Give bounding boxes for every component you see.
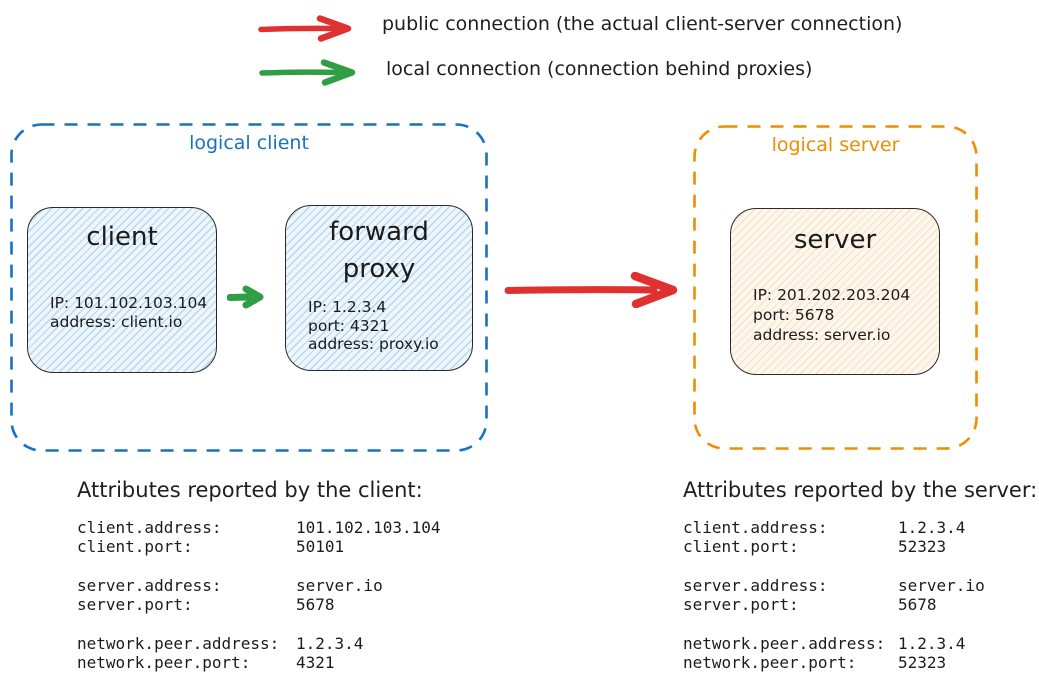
client-address: address: client.io: [50, 313, 183, 331]
attr-row: network.peer.address: 1.2.3.4: [683, 634, 1039, 653]
attr-key: server.address:: [683, 576, 828, 595]
proxy-to-server-arrow-icon: [504, 272, 678, 308]
local-connection-arrow-icon: [259, 59, 356, 86]
attr-key: server.port:: [77, 595, 193, 614]
proxy-port: port: 4321: [308, 316, 390, 335]
forward-proxy-node-title: forward proxy: [286, 214, 472, 288]
attr-key: server.address:: [77, 576, 222, 595]
client-to-proxy-arrow-icon: [227, 285, 264, 309]
attr-value: 1.2.3.4: [296, 634, 364, 653]
attr-value: 101.102.103.104: [296, 518, 441, 537]
attr-value: 52323: [898, 537, 947, 556]
attr-row: network.peer.address: 1.2.3.4: [77, 634, 477, 653]
logical-server-label: logical server: [771, 134, 900, 156]
logical-client-group: logical client client IP: 101.102.103.10…: [10, 123, 488, 452]
attr-row: server.address: server.io: [77, 576, 477, 595]
forward-proxy-node: forward proxy IP: 1.2.3.4 port: 4321 add…: [285, 205, 473, 371]
attr-row: client.address: 101.102.103.104: [77, 518, 477, 537]
attr-value: 50101: [296, 537, 345, 556]
logical-server-group: logical server server IP: 201.202.203.20…: [693, 125, 978, 450]
server-attributes-title: Attributes reported by the server:: [683, 478, 1038, 502]
attr-key: client.port:: [683, 537, 799, 556]
attr-row: client.port: 52323: [683, 537, 1039, 556]
client-ip: IP: 101.102.103.104: [50, 294, 208, 312]
server-node-details: IP: 201.202.203.204 port: 5678 address: …: [753, 285, 933, 345]
logical-server-border: [693, 125, 978, 450]
client-node: client IP: 101.102.103.104 address: clie…: [27, 207, 217, 373]
attr-key: server.port:: [683, 595, 799, 614]
logical-client-border: [10, 123, 488, 452]
client-node-title: client: [86, 222, 158, 252]
attr-value: 4321: [296, 653, 335, 672]
attr-key: network.peer.address:: [683, 634, 886, 653]
client-node-details: IP: 101.102.103.104 address: client.io: [50, 294, 210, 332]
attr-row: network.peer.port: 4321: [77, 653, 477, 672]
server-attributes-rows: client.address: 1.2.3.4 client.port: 523…: [683, 518, 1039, 672]
attr-value: 1.2.3.4: [898, 634, 966, 653]
server-port: port: 5678: [753, 306, 835, 324]
attr-row: client.port: 50101: [77, 537, 477, 556]
legend-local-label: local connection (connection behind prox…: [386, 58, 813, 80]
attr-key: network.peer.port:: [683, 653, 857, 672]
client-attributes-rows: client.address: 101.102.103.104 client.p…: [77, 518, 477, 672]
server-node-title: server: [793, 225, 877, 255]
proxy-address: address: proxy.io: [308, 335, 439, 353]
attr-key: network.peer.port:: [77, 653, 251, 672]
attr-value: server.io: [898, 576, 985, 595]
attr-key: client.port:: [77, 537, 193, 556]
client-attributes-block: Attributes reported by the client: clien…: [77, 476, 477, 672]
attr-row: server.port: 5678: [683, 595, 1039, 614]
logical-client-label: logical client: [189, 132, 309, 154]
proxy-title-line1: forward: [329, 217, 429, 247]
attr-row: client.address: 1.2.3.4: [683, 518, 1039, 537]
legend-public-label: public connection (the actual client-ser…: [382, 13, 903, 35]
attr-value: 1.2.3.4: [898, 518, 966, 537]
proxy-ip: IP: 1.2.3.4: [308, 298, 387, 316]
server-node: server IP: 201.202.203.204 port: 5678 ad…: [730, 208, 940, 375]
attr-row: server.port: 5678: [77, 595, 477, 614]
attr-key: network.peer.address:: [77, 634, 280, 653]
proxy-title-line2: proxy: [342, 254, 416, 284]
server-ip: IP: 201.202.203.204: [753, 286, 911, 304]
public-connection-arrow-icon: [258, 15, 352, 42]
attr-row: server.address: server.io: [683, 576, 1039, 595]
client-attributes-title: Attributes reported by the client:: [77, 478, 423, 502]
attr-value: server.io: [296, 576, 383, 595]
attr-value: 52323: [898, 653, 947, 672]
attr-key: client.address:: [683, 518, 828, 537]
forward-proxy-details: IP: 1.2.3.4 port: 4321 address: proxy.io: [308, 298, 466, 354]
server-address: address: server.io: [753, 326, 891, 344]
attr-row: network.peer.port: 52323: [683, 653, 1039, 672]
server-attributes-block: Attributes reported by the server: clien…: [683, 476, 1039, 672]
attr-key: client.address:: [77, 518, 222, 537]
attr-value: 5678: [296, 595, 335, 614]
attr-value: 5678: [898, 595, 937, 614]
